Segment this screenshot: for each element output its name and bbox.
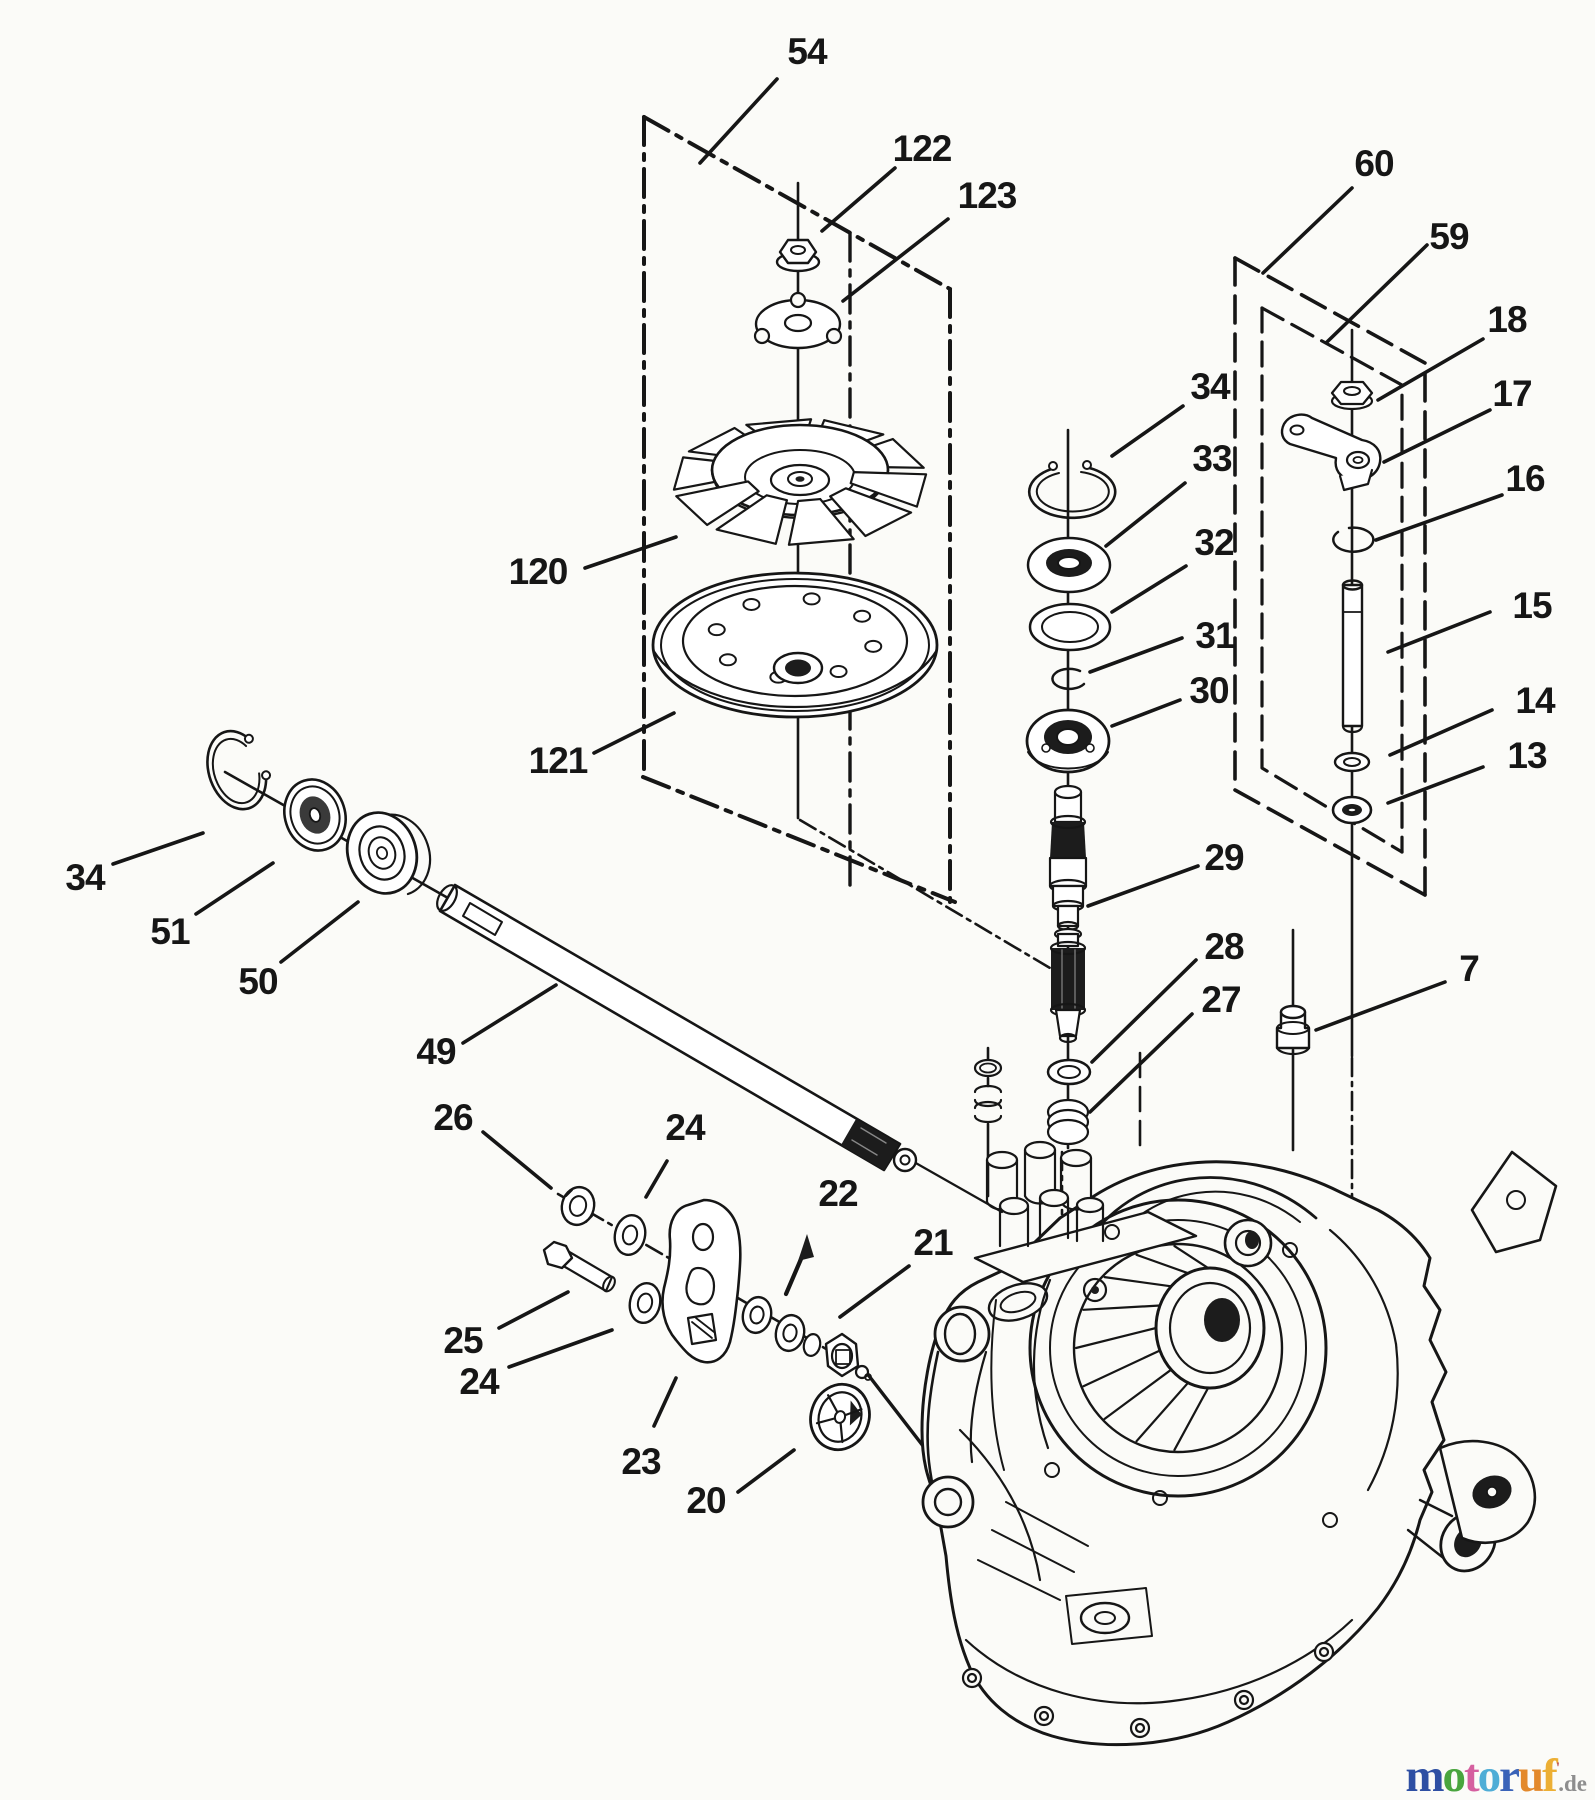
callout-31: 31 [1195,615,1235,656]
transaxle-housing [920,1140,1558,1747]
logo-letter-u: u [1518,1750,1544,1800]
callout-14: 14 [1515,680,1555,721]
callout-24-upper: 24 [665,1107,705,1148]
part-washers-and-spacer [741,1295,822,1357]
logo-letter-o2: o [1477,1750,1501,1800]
callout-120: 120 [508,551,569,592]
direction-arrow-22 [783,1234,814,1297]
callout-34-input: 34 [1190,366,1230,407]
callout-21: 21 [913,1222,953,1263]
part-seal-27 [1046,1098,1090,1146]
housing-rib-spokes [1074,1244,1210,1452]
callout-25: 25 [443,1320,483,1361]
part-bolt-25 [542,1240,616,1293]
boundary-box-59 [1260,306,1404,854]
callout-122: 122 [892,128,953,169]
callout-29: 29 [1204,837,1244,878]
logo-suffix: .de [1558,1771,1587,1796]
callout-16: 16 [1505,458,1545,499]
part-washer-32 [1028,602,1112,652]
part-nut-18 [1330,380,1374,411]
callout-15: 15 [1512,585,1552,626]
part-bearing-33 [1026,536,1112,594]
part-plug-7 [1275,1004,1311,1056]
part-oring-and-spring [973,1058,1003,1124]
callout-123: 123 [957,175,1018,216]
part-bearing-50 [345,811,432,896]
part-retaining-ring-34-axle [206,729,272,811]
part-fan-120 [672,418,928,546]
part-seal-13 [1331,795,1373,825]
callout-51: 51 [150,911,190,952]
motoruf-logo: motoruf'.de [1405,1753,1587,1800]
part-seal-20 [809,1382,871,1452]
logo-letter-r: r [1499,1750,1520,1800]
callout-7: 7 [1459,948,1480,989]
callout-13: 13 [1507,735,1547,776]
callout-59: 59 [1429,216,1469,257]
callout-54: 54 [787,31,827,72]
logo-letter-f: f [1542,1750,1558,1800]
part-ring-31 [1051,667,1086,691]
callout-60: 60 [1354,143,1394,184]
part-collar-21 [824,1332,872,1381]
part-brake-shaft-15 [1341,579,1364,734]
callout-24-lower: 24 [459,1361,499,1402]
leader-lines [111,77,1504,1494]
callout-121: 121 [528,740,589,781]
callout-20: 20 [686,1480,726,1521]
callout-22: 22 [818,1173,858,1214]
boundary-box-54 [641,115,957,904]
callout-26: 26 [433,1097,473,1138]
part-input-shaft-29 [1048,784,1088,1044]
part-ring-16 [1332,526,1375,553]
part-bearing-30 [1025,708,1111,774]
part-flange-nut-122 [775,238,821,273]
boundary-box-60 [1233,256,1427,897]
callout-34-axle: 34 [65,857,105,898]
callout-17: 17 [1492,373,1532,414]
part-axle-shaft-49 [436,883,918,1173]
part-washer-14 [1333,751,1371,773]
callout-28: 28 [1204,926,1244,967]
part-special-washer-123 [753,291,843,350]
part-brake-arm-17 [1280,413,1382,492]
callout-49: 49 [416,1031,456,1072]
callout-18: 18 [1487,299,1527,340]
logo-letter-t: t [1463,1750,1480,1800]
callout-27: 27 [1201,979,1241,1020]
part-seal-51 [283,778,347,852]
callout-30: 30 [1189,670,1229,711]
logo-letter-o1: o [1442,1750,1465,1800]
part-bracket-23 [661,1198,742,1364]
part-washer-24-lower [628,1281,662,1325]
callout-23: 23 [621,1441,661,1482]
part-retaining-ring-34-input [1027,460,1117,520]
part-nut-26 [560,1185,596,1227]
callout-50: 50 [238,961,278,1002]
part-washer-28 [1046,1058,1092,1086]
callout-32: 32 [1194,522,1234,563]
part-washer-24-upper [613,1213,647,1257]
logo-letter-m: m [1405,1750,1444,1800]
callout-33: 33 [1192,438,1232,479]
part-pulley-121 [651,571,939,719]
